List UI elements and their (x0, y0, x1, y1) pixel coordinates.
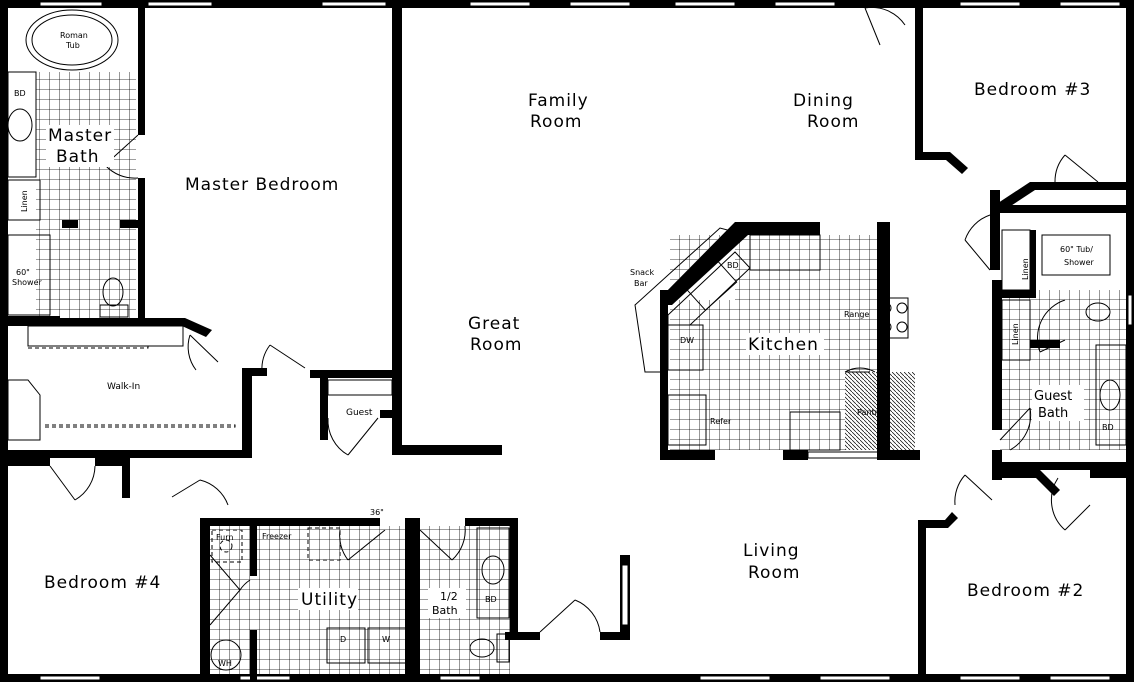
label-half-bath-2: Bath (432, 604, 458, 617)
label-great-room-2: Room (470, 335, 522, 355)
label-guest-bath-2: Bath (1038, 406, 1068, 421)
label-guest-bath: Guest (1034, 389, 1072, 404)
label-great-room: Great (468, 314, 520, 334)
sink-icon (7, 108, 33, 142)
label-master-bedroom: Master Bedroom (185, 175, 339, 195)
sink-icon (481, 555, 505, 585)
label-tub-shower-2: Shower (1064, 258, 1095, 267)
label-utility: Utility (301, 590, 358, 610)
label-roman-tub: Roman (60, 31, 88, 40)
label-water-heater: WH (218, 659, 232, 668)
label-dining-room-2: Room (807, 112, 859, 132)
label-washer: W (382, 635, 390, 644)
toilet-icon (469, 638, 495, 658)
label-door-width: 36" (370, 508, 384, 517)
range-burner-icon (880, 302, 892, 314)
label-master-bath-2: Bath (56, 147, 100, 167)
label-bedroom-2: Bedroom #2 (967, 581, 1084, 601)
label-master-linen: Linen (20, 190, 29, 212)
label-shower-2: Shower (12, 278, 43, 287)
label-master-bd: BD (14, 89, 26, 98)
label-kitchen-bd: BD (727, 261, 739, 270)
label-snack-bar: Snack (630, 268, 654, 277)
toilet-icon (102, 277, 124, 307)
label-roman-tub-2: Tub (65, 41, 80, 50)
label-family-room-2: Room (530, 112, 582, 132)
water-heater-icon (210, 639, 242, 671)
label-snack-bar-2: Bar (634, 279, 648, 288)
label-guest-linen-2: Linen (1011, 323, 1020, 345)
windows (39, 1, 1133, 681)
room-labels: Master Bedroom Master Bath Walk-In Guest… (44, 80, 1091, 618)
label-shower: 60" (16, 268, 30, 277)
label-tub-shower: 60" Tub/ (1060, 245, 1093, 254)
tile-floors (36, 72, 1126, 674)
sink-icon (684, 259, 738, 311)
washer-icon (367, 627, 407, 664)
label-dryer: D (340, 635, 346, 644)
fixture-labels: Roman Tub BD Linen 60" Shower Snack Bar … (12, 31, 1114, 668)
label-living-room-2: Room (748, 563, 800, 583)
label-pantry: Pantry (857, 408, 883, 417)
dryer-icon (326, 627, 366, 664)
label-furnace: Furn (216, 533, 233, 542)
toilet-icon (1085, 302, 1111, 322)
label-master-bath: Master (48, 126, 112, 146)
label-living-room: Living (743, 541, 800, 561)
label-bedroom-3: Bedroom #3 (974, 80, 1091, 100)
label-guest-bd: BD (1102, 423, 1114, 432)
label-refer: Refer (710, 417, 732, 426)
label-dw: DW (680, 336, 694, 345)
label-guest-closet: Guest (346, 408, 373, 418)
label-half-bath-bd: BD (485, 595, 497, 604)
label-family-room: Family (528, 91, 589, 111)
sink-icon (1099, 379, 1121, 411)
roman-tub-icon (25, 9, 119, 71)
label-walk-in: Walk-In (107, 382, 140, 392)
label-kitchen: Kitchen (748, 335, 819, 355)
label-guest-linen: Linen (1021, 258, 1030, 280)
label-dining-room: Dining (793, 91, 854, 111)
fixtures (7, 9, 1127, 671)
label-bedroom-4: Bedroom #4 (44, 573, 161, 593)
label-range: Range (844, 310, 869, 319)
label-half-bath: 1/2 (440, 590, 458, 603)
label-freezer: Freezer (262, 532, 292, 541)
